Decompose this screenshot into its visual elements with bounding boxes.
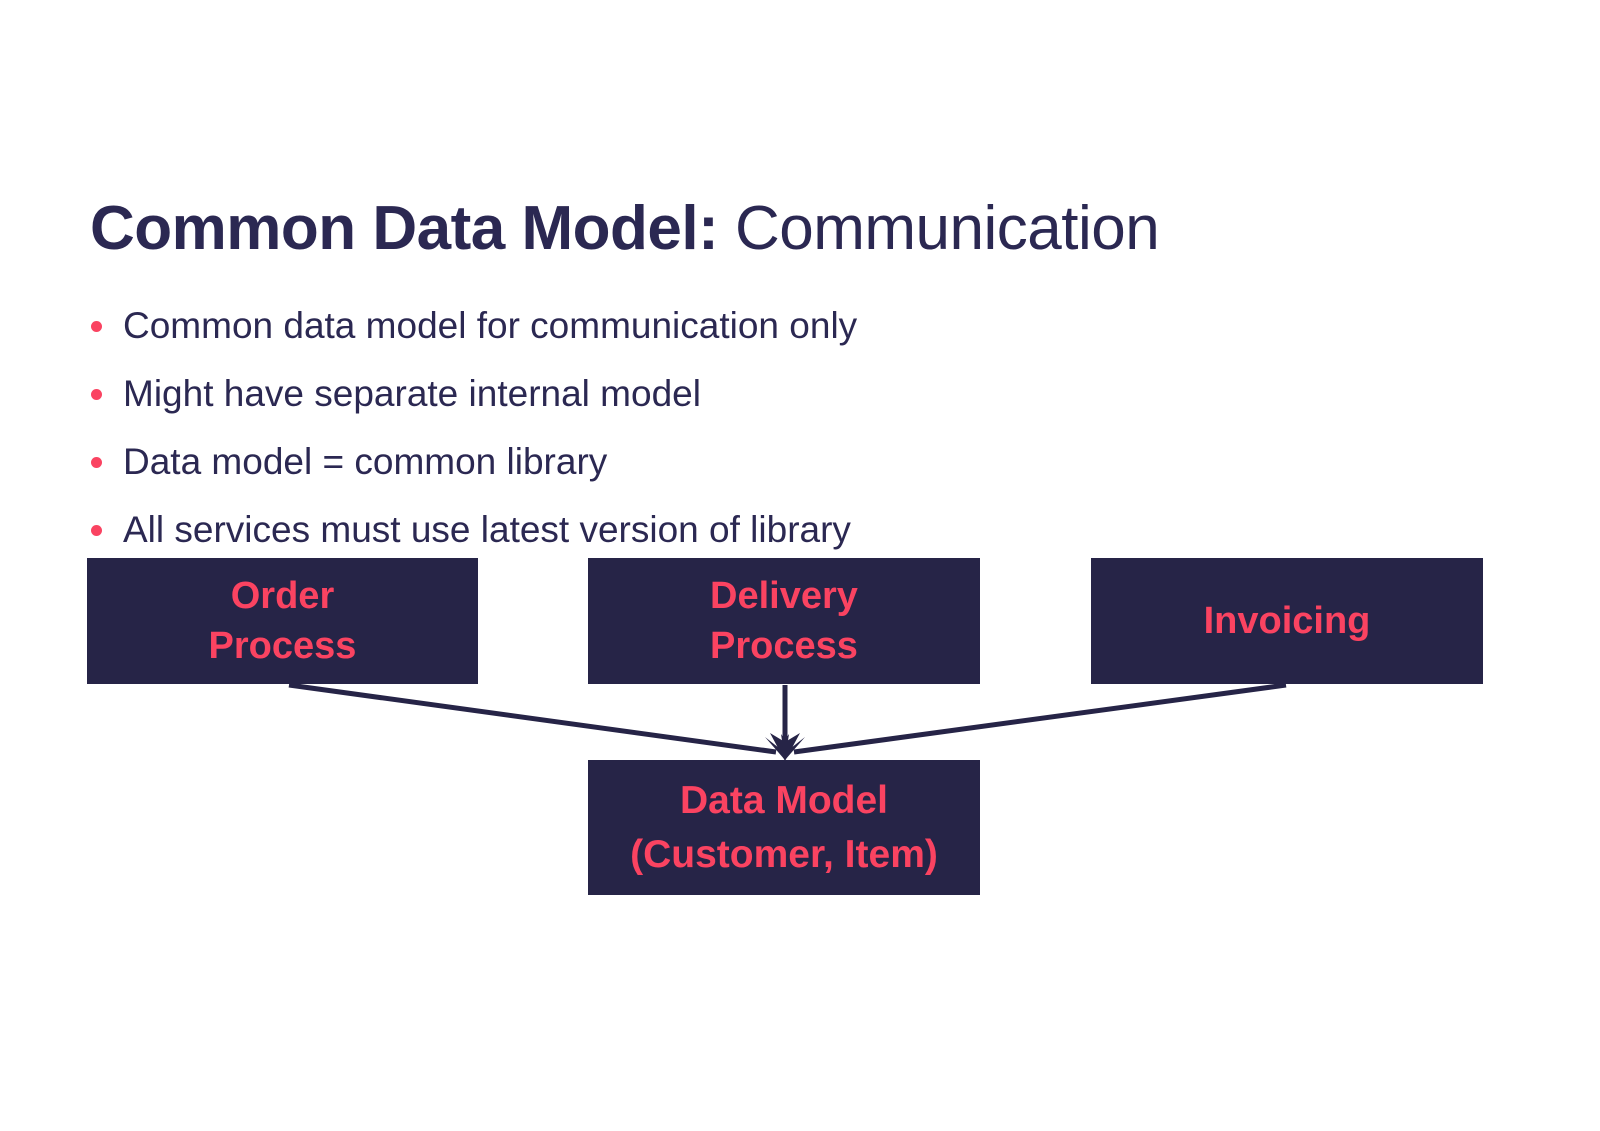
- page-title-light: Communication: [718, 194, 1160, 263]
- list-item: All services must use latest version of …: [88, 496, 1388, 564]
- bullet-dot-icon: [91, 320, 102, 332]
- edge-invoicing-to-datamodel: [781, 682, 1287, 760]
- list-item-label: Common data model for communication only: [123, 305, 858, 346]
- bullet-dot-icon: [91, 524, 102, 536]
- diagram-node-label: Invoicing: [1203, 600, 1371, 642]
- page-title: Common Data Model: Communication: [90, 192, 1160, 266]
- diagram-node-data-model[interactable]: Data Model (Customer, Item): [588, 760, 980, 895]
- page-title-bold: Common Data Model:: [90, 194, 719, 263]
- diagram-node-order-process[interactable]: Order Process: [87, 558, 478, 684]
- list-item: Might have separate internal model: [88, 360, 1388, 428]
- list-item: Data model = common library: [88, 428, 1388, 496]
- bullet-dot-icon: [91, 388, 102, 400]
- list-item-label: All services must use latest version of …: [123, 509, 851, 550]
- list-item-label: Might have separate internal model: [123, 373, 701, 414]
- diagram-node-label: Order Process: [208, 575, 357, 667]
- diagram-node-label: Delivery Process: [710, 575, 858, 667]
- diagram-node-delivery-process[interactable]: Delivery Process: [588, 558, 980, 684]
- edge-delivery-to-datamodel: [770, 685, 800, 761]
- diagram-node-invoicing[interactable]: Invoicing: [1091, 558, 1483, 684]
- bullet-dot-icon: [91, 456, 102, 468]
- diagram-node-label: Data Model (Customer, Item): [630, 778, 938, 876]
- list-item-label: Data model = common library: [123, 441, 608, 482]
- bullet-list: Common data model for communication only…: [88, 292, 1388, 564]
- list-item: Common data model for communication only: [88, 292, 1388, 360]
- edge-order-to-datamodel: [288, 682, 789, 760]
